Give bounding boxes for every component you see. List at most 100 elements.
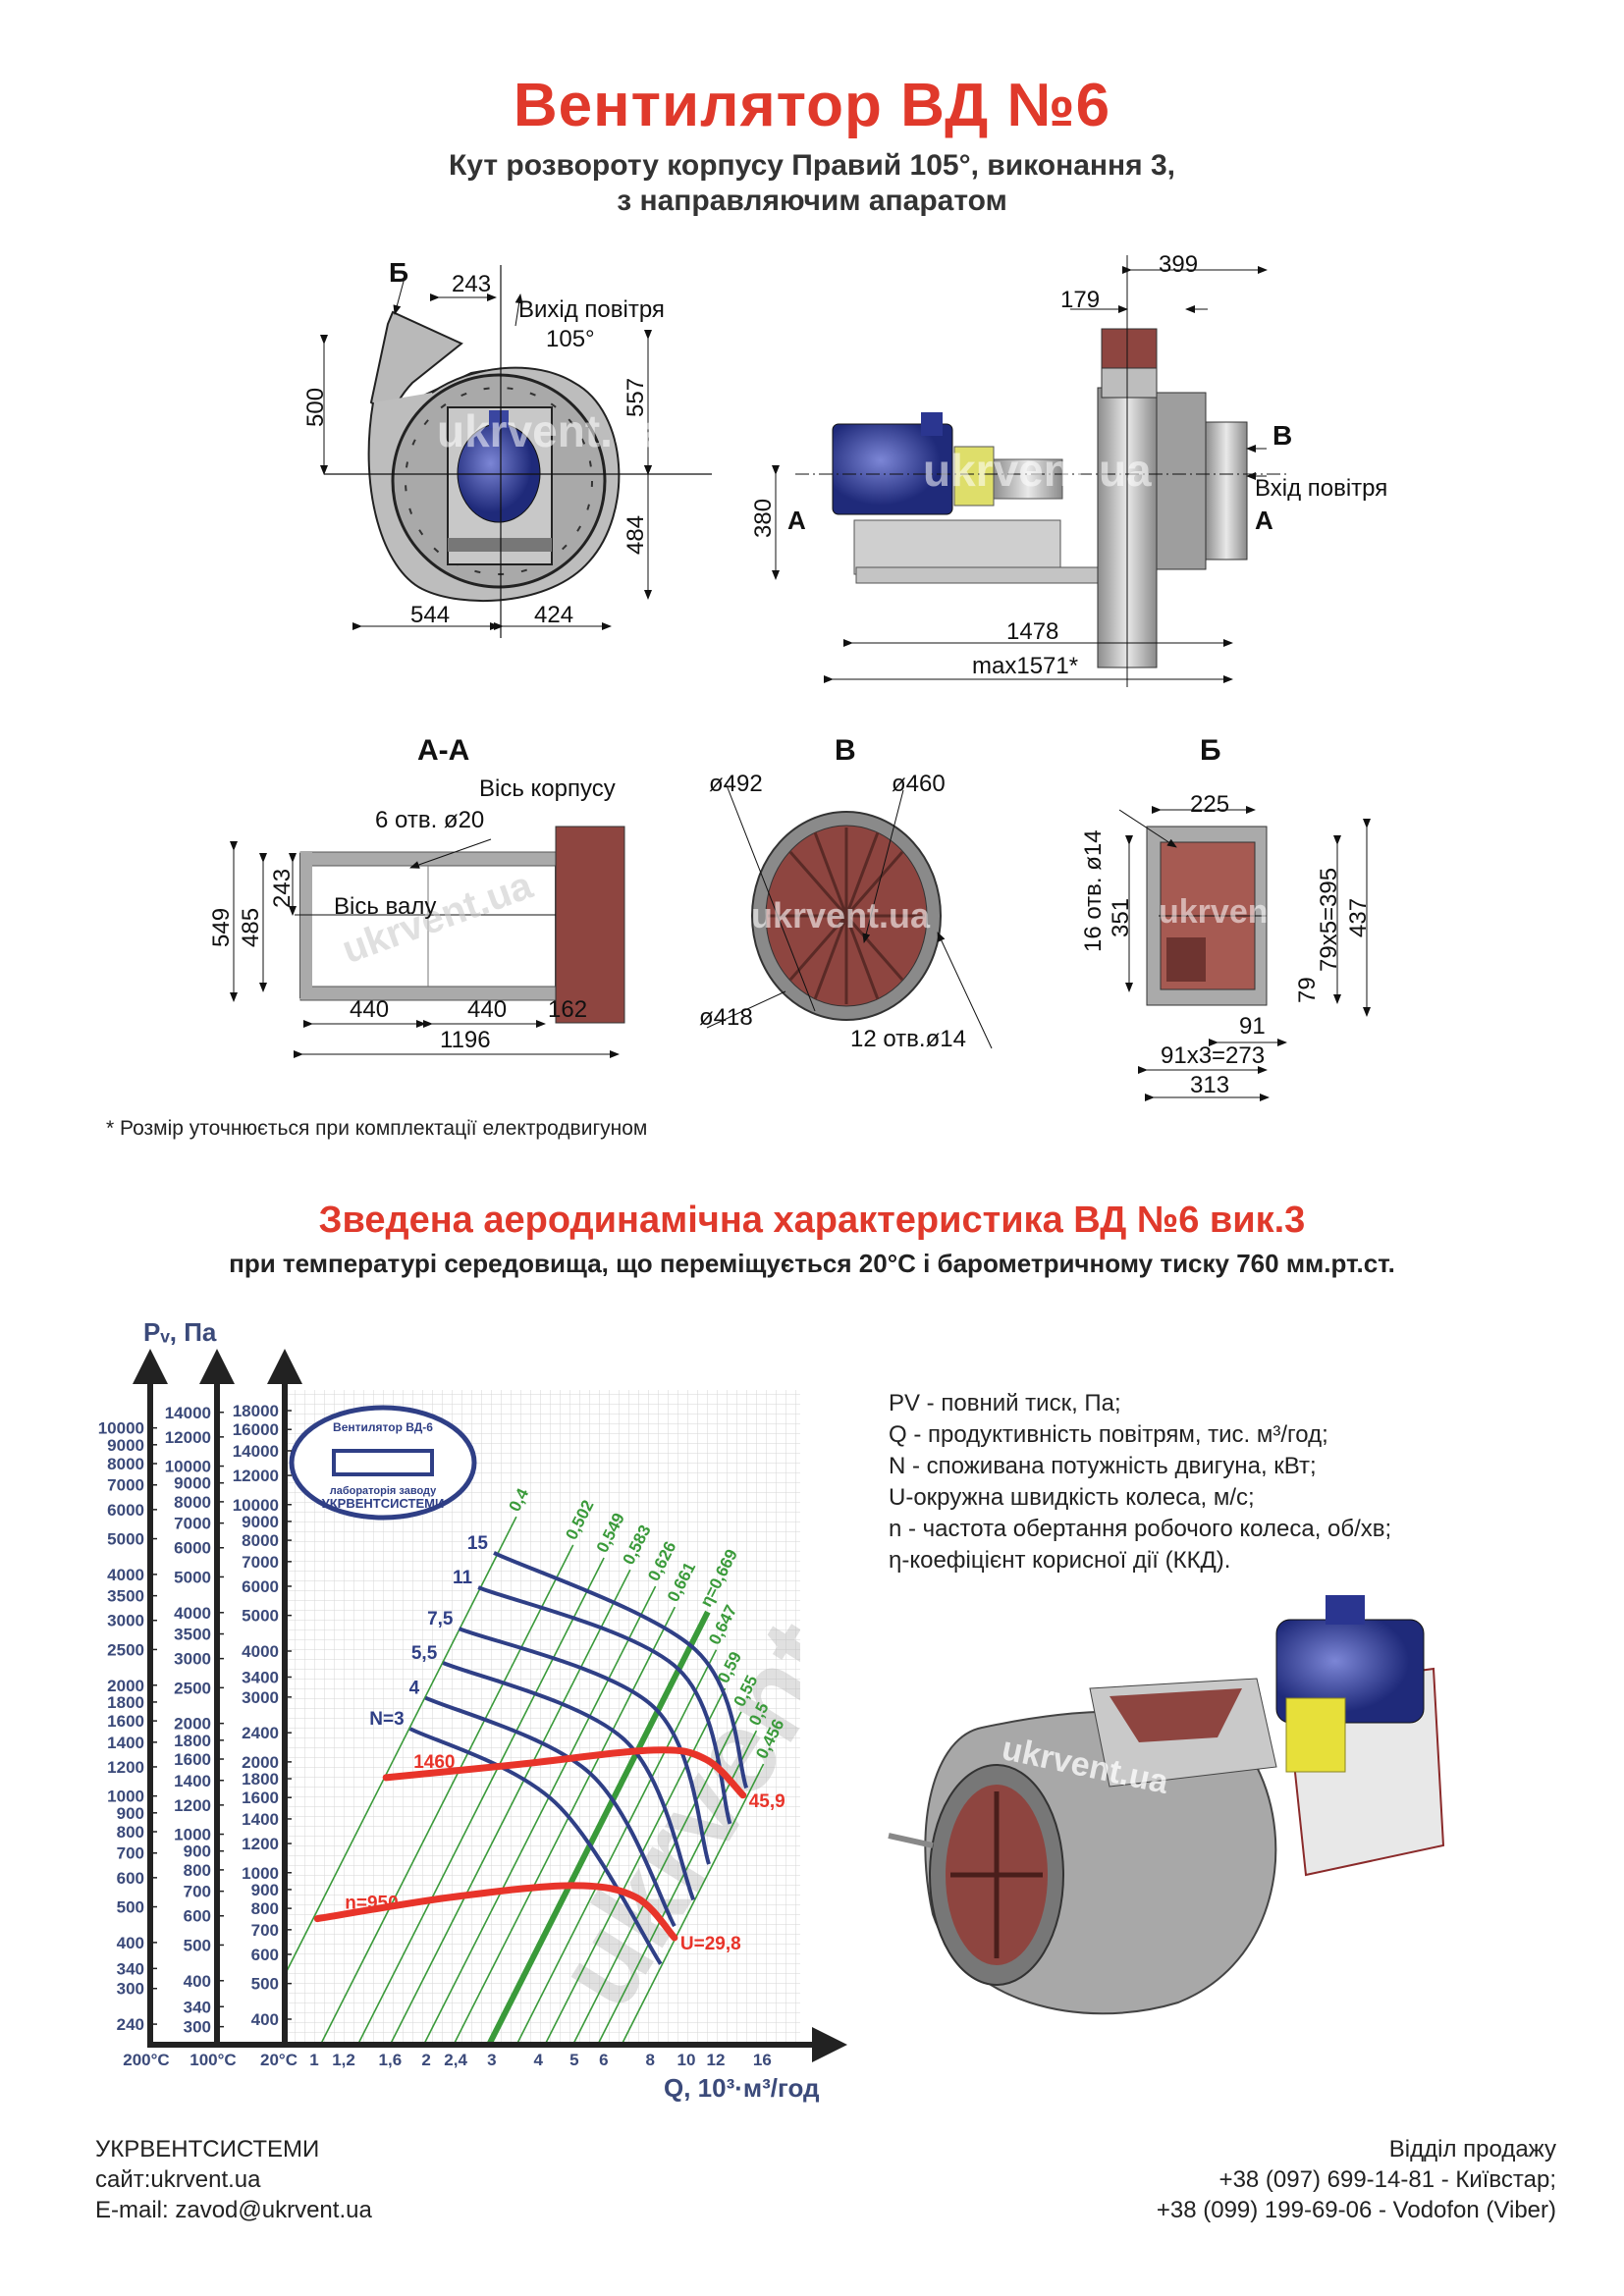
y-tick-label: 600 [184,1907,211,1926]
stamp-text: Вентилятор ВД-6 [333,1420,433,1434]
efficiency-line [356,1557,605,2045]
footer-phone-1[interactable]: +38 (097) 699-14-81 - Київстар; [1218,2166,1556,2193]
y-tick-label: 2500 [107,1640,144,1659]
front-dim-544: 544 [410,602,451,628]
efficiency-line [389,1569,631,2045]
efficiency-line [319,1544,574,2045]
y-tick-label: 1000 [174,1826,211,1844]
y-tick-label: 3000 [174,1650,211,1669]
section-aa-title: А-А [417,734,470,767]
temperature-label: 20°C [260,2051,298,2069]
y-tick-label: 6000 [107,1501,144,1520]
aa-dim-162: 162 [548,996,588,1023]
side-watermark: ukrvent.ua [923,445,1152,496]
y-tick-label: 9000 [107,1436,144,1455]
power-curve [493,1551,749,1789]
side-dim-399: 399 [1159,251,1199,278]
legend-eta: η-коефіцієнт корисної дії (ККД). [889,1547,1231,1574]
y-tick-label: 12000 [233,1467,279,1485]
y-tick-label: 2500 [174,1679,211,1697]
y-tick-label: 400 [251,2010,279,2029]
b-dim-273: 91х3=273 [1161,1042,1266,1069]
y-tick-label: 5000 [174,1568,211,1586]
speed-curve-end-label: U=29,8 [680,1934,741,1954]
y-tick-label: 1200 [107,1758,144,1777]
stamp-text: УКРВЕНТСИСТЕМИ [322,1496,445,1511]
y-tick-label: 10000 [165,1458,211,1476]
y-tick-label: 500 [117,1898,144,1917]
y-tick-label: 1000 [107,1788,144,1806]
front-dim-424: 424 [534,602,574,628]
temperature-label: 200°C [123,2051,169,2069]
y-tick-label: 1600 [174,1750,211,1769]
efficiency-line [544,1687,727,2045]
section-a-marker-left: А [787,506,806,535]
y-tick-label: 14000 [233,1442,279,1461]
power-curve-label: 7,5 [427,1609,454,1629]
footnote: * Розмір уточнюється при комплектації ел… [106,1117,648,1140]
power-curve-label: 4 [409,1679,420,1699]
x-tick-label: 1,2 [332,2051,355,2069]
y-tick-label: 7000 [174,1515,211,1533]
chart-subtitle: при температурі середовища, що переміщує… [229,1249,1395,1278]
x-tick-label: 2,4 [444,2051,467,2069]
speed-curve [382,1746,747,1799]
footer-email-link[interactable]: E-mail: zavod@ukrvent.ua [95,2197,372,2223]
lab-stamp [289,1405,477,1521]
y-tick-label: 6000 [174,1539,211,1558]
power-curve-label: 5,5 [411,1643,438,1664]
v-diameter-418: ø418 [699,1004,753,1031]
y-tick-label: 900 [251,1881,279,1899]
chart-title: Зведена аеродинамічна характеристика ВД … [318,1200,1306,1241]
legend-u: U-окружна швидкість колеса, м/с; [889,1484,1255,1511]
y-tick-label: 500 [251,1975,279,1994]
y-tick-label: 3400 [242,1668,279,1686]
section-a-marker-right: А [1255,506,1273,535]
y-tick-label: 8000 [174,1493,211,1512]
y-tick-label: 500 [184,1936,211,1954]
x-tick-label: 16 [753,2051,772,2069]
aa-dim-1196: 1196 [440,1027,491,1053]
outlet-label: Вихід повітря [518,296,665,323]
y-tick-label: 9000 [174,1474,211,1493]
y-tick-label: 4000 [174,1604,211,1623]
y-tick-label: 4000 [242,1642,279,1661]
footer-site-link[interactable]: сайт:ukrvent.ua [95,2166,261,2193]
y-tick-label: 1200 [174,1796,211,1815]
b-watermark: ukrvent.ua [1159,893,1328,931]
efficiency-line [621,1763,765,2045]
technical-drawings: ukrvent.ua ukrvent.ua [230,255,1371,1101]
subtitle-line-2: з направляючим апаратом [617,185,1007,217]
x-tick-label: 2 [421,2051,430,2069]
y-tick-label: 340 [184,1998,211,2016]
x-tick-label: 10 [677,2051,696,2069]
y-tick-label: 1800 [174,1732,211,1750]
efficiency-line [453,1606,677,2045]
speed-curve-start-label: 1460 [413,1752,455,1773]
y-tick-label: 8000 [242,1531,279,1550]
y-tick-label: 16000 [233,1420,279,1439]
aa-holes-label: 6 отв. ø20 [375,807,485,833]
power-curve-label: 11 [453,1568,473,1588]
legend-rpm: n - частота обертання робочого колеса, о… [889,1516,1392,1542]
y-tick-label: 600 [117,1869,144,1888]
side-dim-1478: 1478 [1006,618,1059,645]
power-curve [458,1627,711,1865]
v-watermark: ukrvent.ua [751,895,931,935]
power-curve-label: 15 [467,1533,489,1554]
y-tick-label: 2000 [242,1753,279,1772]
y-tick-label: 800 [184,1861,211,1880]
side-section-v-marker: В [1272,420,1293,451]
y-tick-label: 1800 [242,1770,279,1789]
y-tick-label: 300 [117,1980,144,1999]
efficiency-line [486,1610,711,2045]
section-aa-drawing: ukrvent.ua [230,826,625,1058]
y-tick-label: 1200 [242,1835,279,1853]
y-tick-label: 10000 [98,1419,144,1438]
y-tick-label: 700 [184,1883,211,1901]
footer-phone-2[interactable]: +38 (099) 199-69-06 - Vodofon (Viber) [1156,2197,1556,2223]
power-curve [424,1695,677,1928]
aa-dim-440a: 440 [350,996,390,1023]
side-dim-max: max1571* [972,653,1079,679]
